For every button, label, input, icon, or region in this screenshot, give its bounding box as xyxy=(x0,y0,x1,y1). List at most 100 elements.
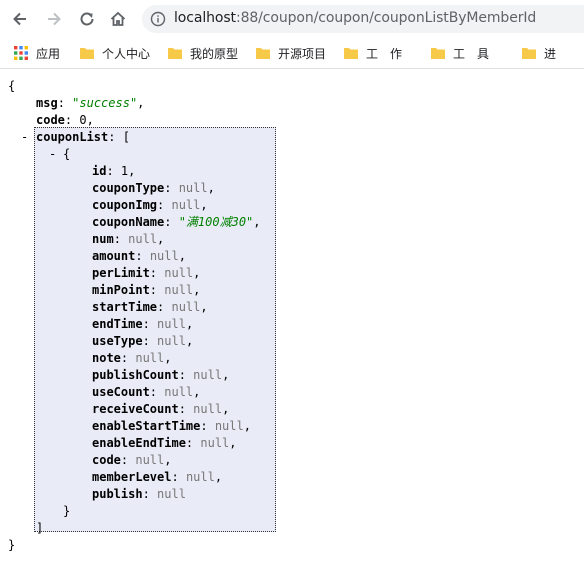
folder-icon xyxy=(344,48,358,59)
json-value: null xyxy=(178,181,208,195)
json-key: couponName xyxy=(92,215,165,229)
apps-grid-icon xyxy=(14,46,28,60)
json-value: null xyxy=(171,198,201,212)
bookmark-label: 进 xyxy=(544,46,557,61)
address-bar[interactable]: localhost:88/coupon/coupon/couponListByM… xyxy=(142,5,584,33)
url-path: :88/coupon/coupon/couponListByMemberId xyxy=(235,10,537,26)
json-key: minPoint xyxy=(92,283,150,297)
json-value: null xyxy=(157,334,186,348)
list-open-bracket: [ xyxy=(122,130,130,144)
list-close-bracket: ] xyxy=(36,521,44,535)
json-value: "满100减30" xyxy=(178,215,254,229)
json-key: receiveCount xyxy=(92,402,179,416)
field-row-couponName: couponName: "满100减30", xyxy=(92,215,261,229)
bookmark-folder[interactable]: 个人中心 xyxy=(80,44,150,62)
reload-button[interactable] xyxy=(74,6,100,32)
json-key: endTime xyxy=(92,317,143,331)
json-value: null xyxy=(164,266,194,280)
folder-icon xyxy=(168,48,182,59)
json-key: id xyxy=(92,164,107,178)
bookmark-label: 我的原型 xyxy=(190,46,239,61)
field-row-code: code: null, xyxy=(92,453,172,467)
field-row-startTime: startTime: null, xyxy=(92,300,208,314)
json-key: startTime xyxy=(92,300,158,314)
collapse-toggle-coupon-list[interactable]: - xyxy=(21,130,29,144)
bookmark-folder[interactable]: 工 具 xyxy=(431,44,489,62)
field-row-id: id: 1, xyxy=(92,164,136,178)
json-key: enableEndTime xyxy=(92,436,186,450)
root-close-brace: } xyxy=(8,538,16,552)
field-row-endTime: endTime: null, xyxy=(92,317,194,331)
json-value: null xyxy=(164,385,194,399)
bookmark-folder[interactable]: 进 xyxy=(522,44,556,62)
bookmark-label: 应用 xyxy=(36,46,61,61)
field-row-couponImg: couponImg: null, xyxy=(92,198,208,212)
forward-arrow-icon xyxy=(48,12,61,26)
item-open-brace: { xyxy=(63,147,71,161)
browser-toolbar: localhost:88/coupon/coupon/couponListByM… xyxy=(0,0,584,38)
field-row-receiveCount: receiveCount: null, xyxy=(92,402,230,416)
field-row-minPoint: minPoint: null, xyxy=(92,283,201,297)
json-key: note xyxy=(92,351,121,365)
folder-icon xyxy=(431,48,445,59)
json-value: null xyxy=(164,283,194,297)
bookmark-label: 工 作 xyxy=(366,46,403,61)
json-key: code xyxy=(36,113,65,127)
json-key: code xyxy=(92,453,121,467)
home-button[interactable] xyxy=(105,6,131,32)
json-value: null xyxy=(135,453,165,467)
field-row-memberLevel: memberLevel: null, xyxy=(92,470,223,484)
bookmark-folder[interactable]: 我的原型 xyxy=(168,44,238,62)
field-row-enableEndTime: enableEndTime: null, xyxy=(92,436,237,450)
json-key: useCount xyxy=(92,385,150,399)
field-row-publishCount: publishCount: null, xyxy=(92,368,230,382)
field-row-perLimit: perLimit: null, xyxy=(92,266,201,280)
url-host: localhost xyxy=(174,10,236,26)
coupon-list-row: couponList: [ xyxy=(36,130,130,144)
msg-row: msg: "success", xyxy=(36,96,145,110)
json-value: null xyxy=(149,249,179,263)
back-arrow-icon xyxy=(13,12,26,26)
json-string-value: "success" xyxy=(72,96,138,110)
folder-icon xyxy=(522,48,536,59)
json-key: couponList xyxy=(36,130,109,144)
json-key: couponImg xyxy=(92,198,158,212)
json-key: num xyxy=(92,232,114,246)
field-row-amount: amount: null, xyxy=(92,249,186,263)
collapse-toggle-item[interactable]: - xyxy=(49,147,57,161)
field-row-useCount: useCount: null, xyxy=(92,385,201,399)
json-value: null xyxy=(193,402,223,416)
bookmark-folder[interactable]: 工 作 xyxy=(344,44,402,62)
home-icon xyxy=(110,11,126,26)
bookmark-apps[interactable]: 应用 xyxy=(14,44,60,62)
item-close-brace: } xyxy=(63,504,71,518)
forward-button[interactable] xyxy=(41,6,67,32)
json-key: memberLevel xyxy=(92,470,172,484)
bookmark-label: 工 具 xyxy=(453,46,490,61)
json-key: amount xyxy=(92,249,136,263)
field-row-note: note: null, xyxy=(92,351,172,365)
json-key: publish xyxy=(92,487,143,501)
json-value: null xyxy=(135,351,165,365)
reload-icon xyxy=(80,12,94,26)
field-row-publish: publish: null xyxy=(92,487,186,501)
json-key: msg xyxy=(36,96,58,110)
json-value: null xyxy=(157,317,186,331)
json-value: null xyxy=(157,487,186,501)
field-row-enableStartTime: enableStartTime: null, xyxy=(92,419,251,433)
back-button[interactable] xyxy=(7,6,33,32)
json-number-value: 0 xyxy=(79,113,87,127)
json-key: enableStartTime xyxy=(92,419,201,433)
json-value: null xyxy=(128,232,158,246)
json-key: couponType xyxy=(92,181,165,195)
code-row: code: 0, xyxy=(36,113,94,127)
coupon-list-highlight xyxy=(34,127,276,532)
bookmark-label: 个人中心 xyxy=(102,46,151,61)
bookmark-folder[interactable]: 开源项目 xyxy=(256,44,326,62)
json-value: null xyxy=(171,300,201,314)
info-icon[interactable] xyxy=(150,11,166,27)
json-value: null xyxy=(193,368,223,382)
field-row-num: num: null, xyxy=(92,232,165,246)
folder-icon xyxy=(256,48,270,59)
url-text[interactable]: localhost:88/coupon/coupon/couponListByM… xyxy=(174,10,536,26)
